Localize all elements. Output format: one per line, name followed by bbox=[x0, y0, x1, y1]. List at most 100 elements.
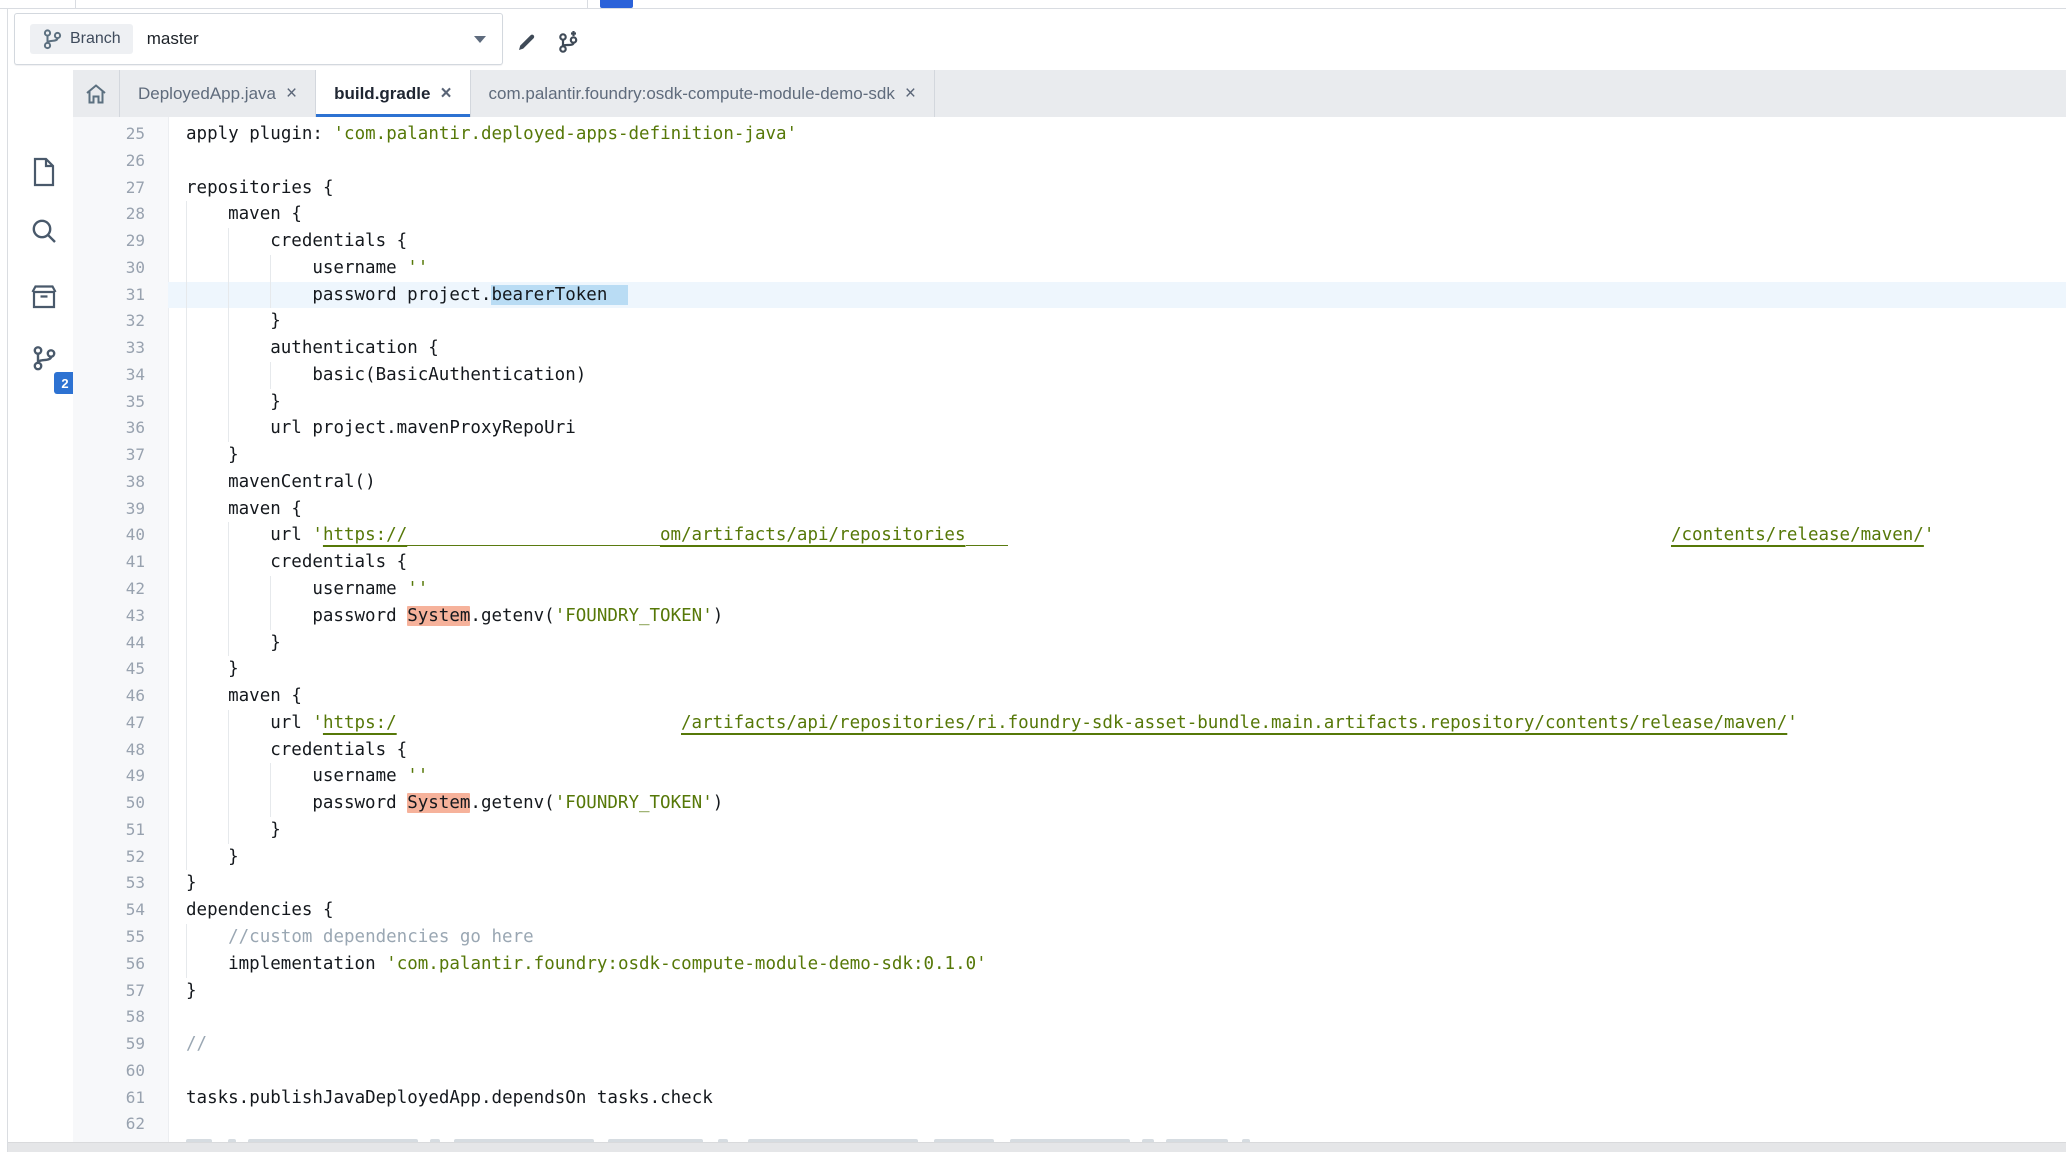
code-line[interactable]: 54 dependencies { bbox=[73, 897, 2066, 924]
sidebar-item-files[interactable] bbox=[28, 156, 60, 188]
code-line[interactable]: 53} bbox=[73, 870, 2066, 897]
code-text: basic(BasicAuthentication) bbox=[186, 361, 586, 389]
code-text: username '' bbox=[186, 254, 428, 282]
close-icon[interactable]: × bbox=[440, 83, 452, 104]
code-line[interactable]: 35} bbox=[73, 388, 2066, 416]
line-number: 29 bbox=[125, 231, 145, 251]
branch-selector[interactable]: Branch master bbox=[14, 13, 503, 65]
code-text: implementation 'com.palantir.foundry:osd… bbox=[186, 950, 987, 978]
horizontal-scrollbar[interactable] bbox=[8, 1142, 2066, 1152]
code-text: maven { bbox=[186, 201, 302, 229]
close-icon[interactable]: × bbox=[285, 83, 298, 104]
line-number: 47 bbox=[125, 712, 145, 732]
code-text: credentials { bbox=[186, 549, 407, 577]
code-text: //custom dependencies go here bbox=[186, 923, 534, 951]
tab-build-gradle[interactable]: build.gradle × bbox=[316, 70, 471, 118]
tab-home[interactable] bbox=[73, 70, 120, 117]
search-icon bbox=[30, 217, 58, 245]
git-branch-icon bbox=[31, 344, 57, 372]
code-line[interactable]: 44} bbox=[73, 629, 2066, 657]
line-number: 41 bbox=[125, 552, 145, 572]
code-text: credentials { bbox=[186, 736, 407, 764]
code-text: username '' bbox=[186, 576, 428, 603]
line-number: 59 bbox=[125, 1034, 145, 1054]
sidebar-item-branches[interactable] bbox=[28, 342, 60, 374]
code-text: maven { bbox=[186, 683, 302, 710]
line-number: 60 bbox=[125, 1060, 145, 1080]
branch-value: master bbox=[146, 29, 199, 48]
code-line[interactable]: 37} bbox=[73, 442, 2066, 469]
top-crop-strip bbox=[0, 0, 2066, 9]
code-text: } bbox=[186, 873, 197, 894]
pencil-icon bbox=[516, 31, 538, 53]
code-text: } bbox=[186, 816, 281, 844]
line-number: 54 bbox=[125, 900, 145, 920]
code-line[interactable]: 26 bbox=[73, 148, 2066, 175]
sidebar-item-artifacts[interactable] bbox=[28, 281, 60, 313]
code-line[interactable]: 52} bbox=[73, 843, 2066, 871]
code-text: password System.getenv('FOUNDRY_TOKEN') bbox=[186, 790, 723, 817]
code-line[interactable]: 32} bbox=[73, 308, 2066, 336]
code-text: password project.bearerToken bbox=[186, 281, 629, 309]
chevron-down-icon bbox=[474, 35, 486, 43]
code-line[interactable]: 55//custom dependencies go here bbox=[73, 923, 2066, 951]
outer-active-tab-indicator bbox=[600, 0, 633, 8]
code-text: } bbox=[186, 843, 239, 871]
code-text: url 'https://artifacts/api/repositories/… bbox=[186, 709, 1798, 737]
code-text: dependencies { bbox=[186, 900, 334, 921]
code-line[interactable]: 57} bbox=[73, 978, 2066, 1005]
code-line[interactable]: 29 credentials { bbox=[73, 228, 2066, 255]
code-line[interactable]: 47 url 'https://artifacts/api/repositorie… bbox=[73, 709, 2066, 737]
code-line[interactable]: 58 bbox=[73, 1004, 2066, 1031]
tab-bar: DeployedApp.java × build.gradle × com.pa… bbox=[73, 70, 2066, 123]
tab-deployedapp-java[interactable]: DeployedApp.java × bbox=[120, 70, 317, 117]
code-line[interactable]: 60 bbox=[73, 1058, 2066, 1085]
code-text: repositories { bbox=[186, 177, 334, 198]
code-line[interactable]: 45} bbox=[73, 656, 2066, 684]
edit-branch-button[interactable] bbox=[510, 25, 544, 59]
line-number: 45 bbox=[125, 659, 145, 679]
code-line[interactable]: 51} bbox=[73, 816, 2066, 844]
code-text: } bbox=[186, 629, 281, 657]
code-text: credentials { bbox=[186, 228, 407, 255]
code-text: tasks.publishJavaDeployedApp.dependsOn t… bbox=[186, 1087, 713, 1108]
code-line[interactable]: 59// bbox=[73, 1031, 2066, 1058]
branch-pill: Branch bbox=[30, 24, 133, 54]
line-number: 38 bbox=[125, 471, 145, 491]
code-text: apply plugin: 'com.palantir.deployed-app… bbox=[186, 124, 798, 144]
line-number: 51 bbox=[125, 819, 145, 839]
tab-osdk-compute-module-demo-sdk[interactable]: com.palantir.foundry:osdk-compute-module… bbox=[471, 70, 935, 117]
new-branch-button[interactable] bbox=[552, 25, 586, 59]
sidebar-item-search[interactable] bbox=[28, 215, 60, 247]
box-icon bbox=[30, 284, 58, 310]
pane-left-border bbox=[7, 8, 8, 1152]
code-text: password System.getenv('FOUNDRY_TOKEN') bbox=[186, 602, 723, 630]
top-divider bbox=[75, 0, 76, 8]
tab-label: com.palantir.foundry:osdk-compute-module… bbox=[488, 83, 895, 103]
close-icon[interactable]: × bbox=[904, 83, 916, 104]
code-line[interactable]: 41 credentials { bbox=[73, 549, 2066, 577]
code-line[interactable]: 62 bbox=[73, 1111, 2066, 1138]
code-text: url 'https://om/artifacts/api/repositori… bbox=[186, 522, 1934, 550]
branch-label: Branch bbox=[70, 30, 121, 47]
